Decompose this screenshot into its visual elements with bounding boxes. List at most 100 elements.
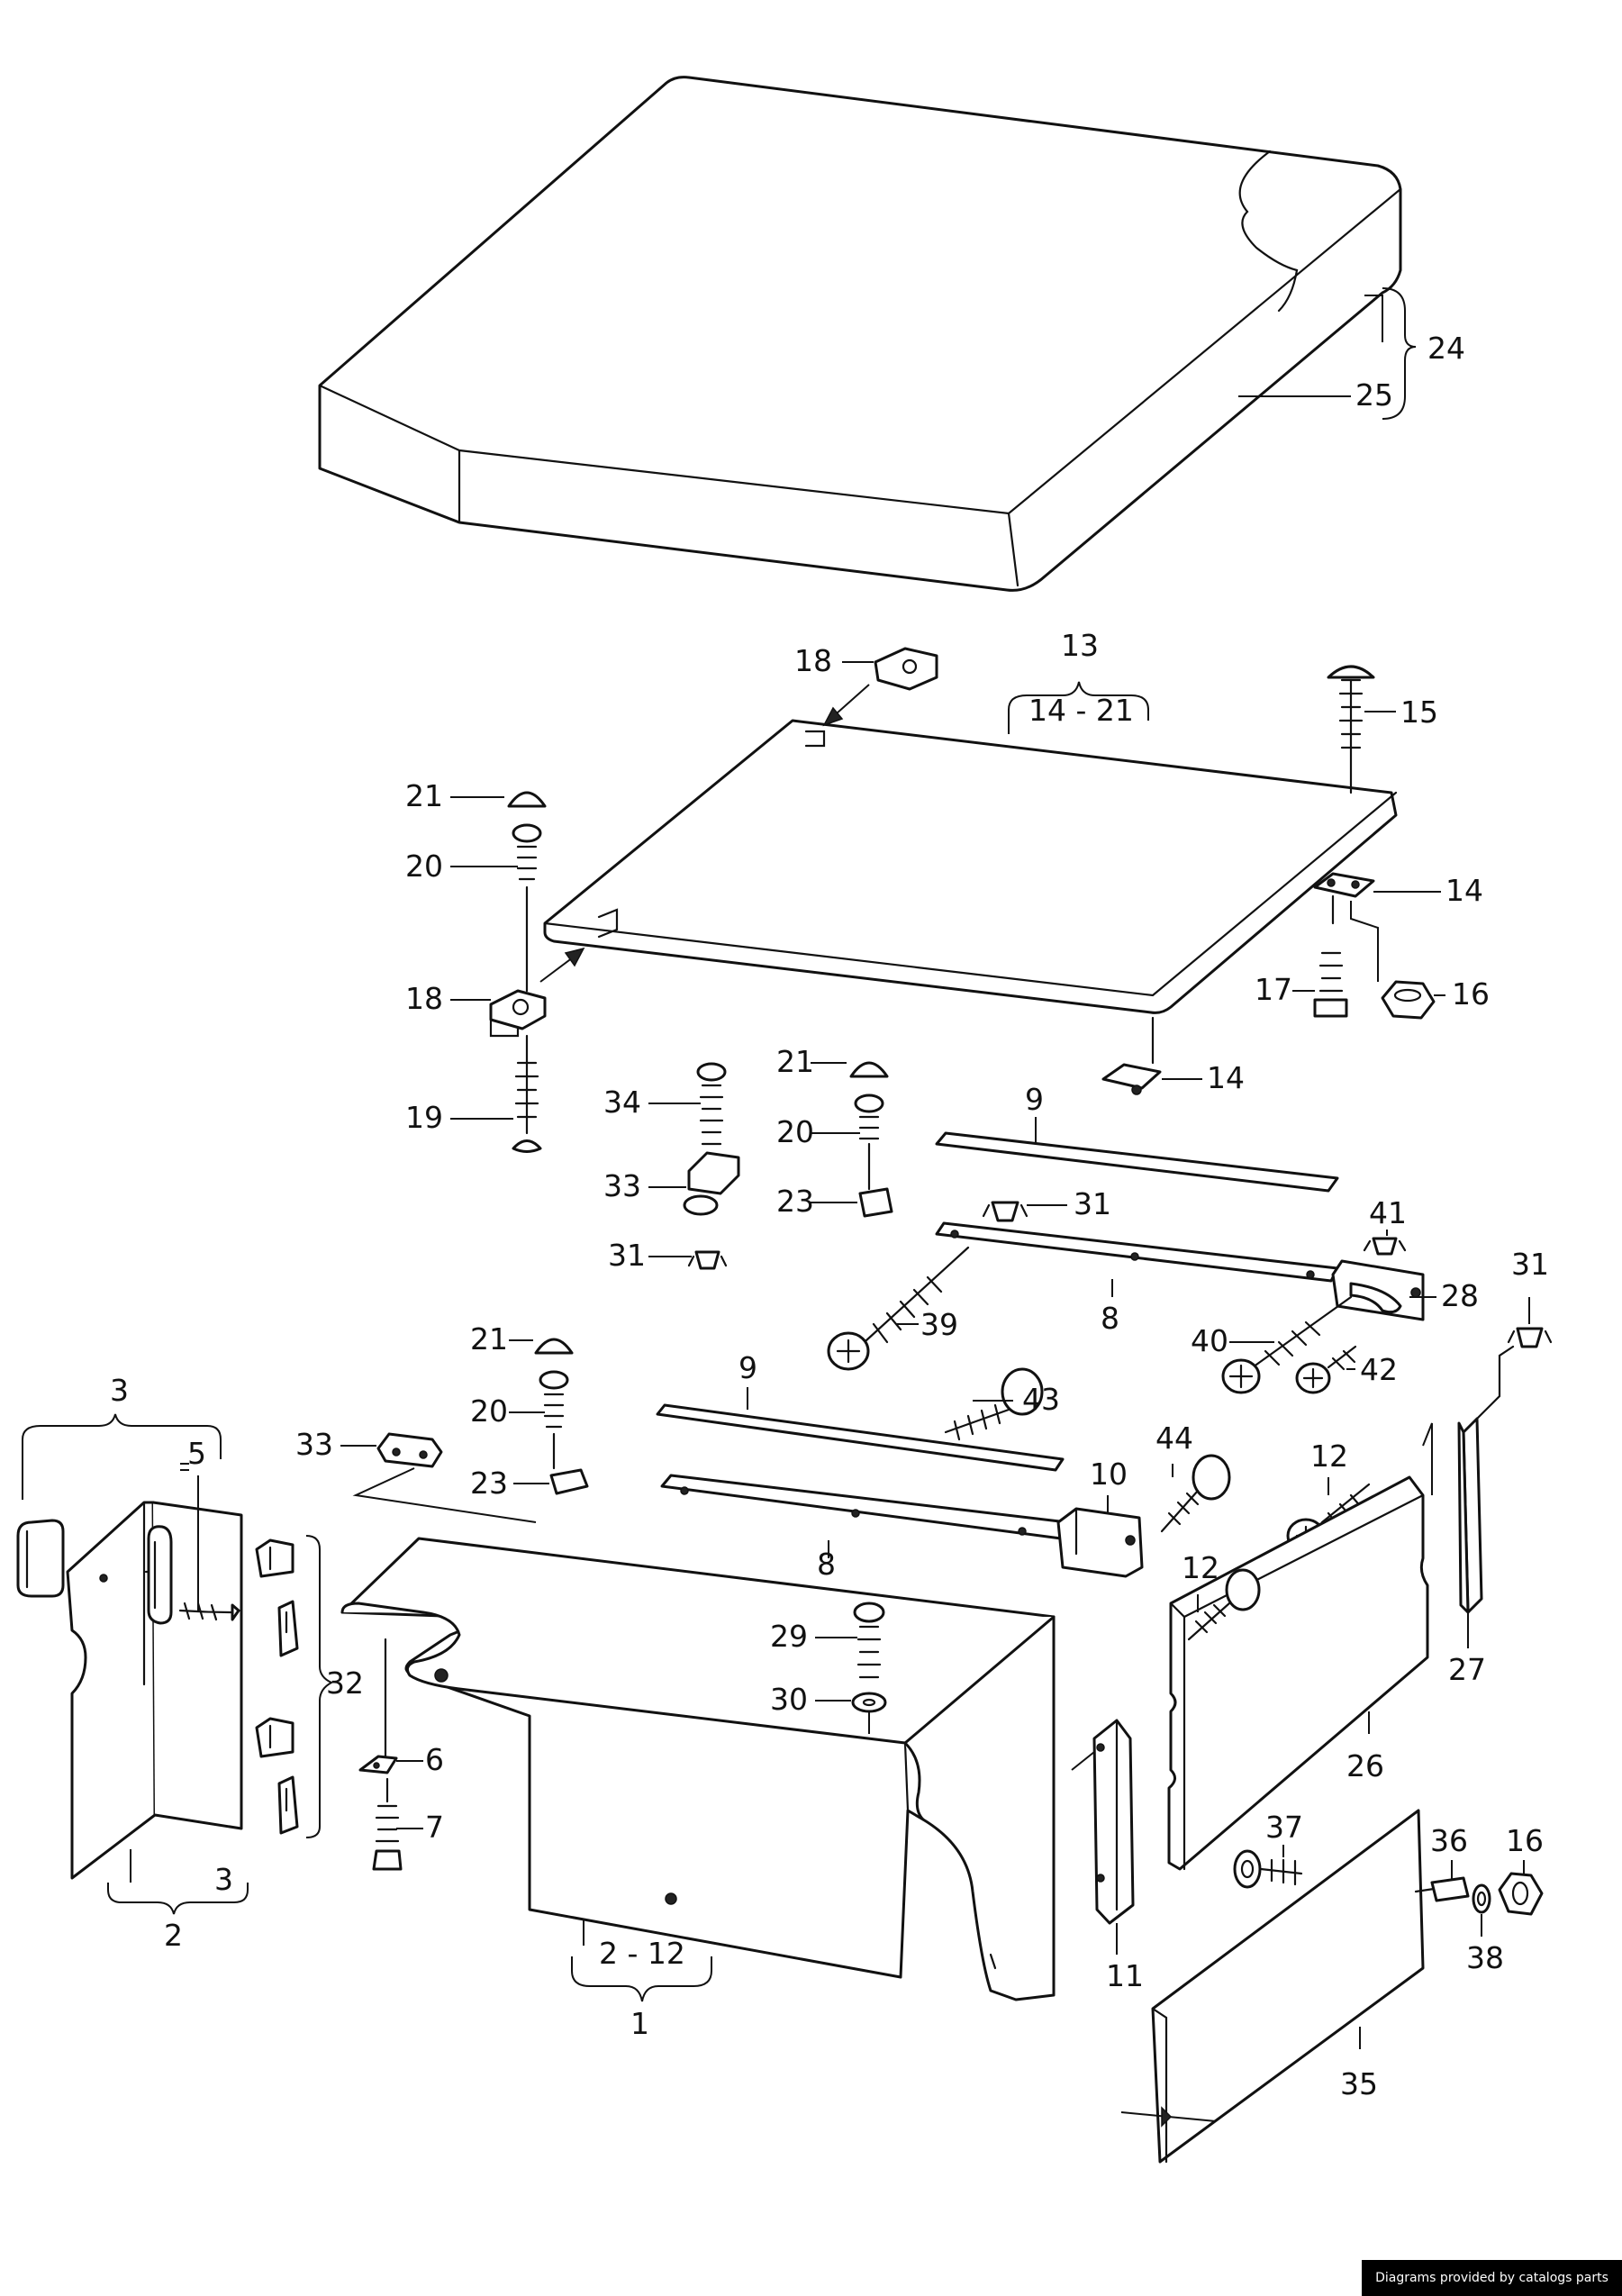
bolt-34	[696, 1062, 727, 1146]
callout-11: 11	[1106, 1958, 1144, 1993]
rail-8-top	[935, 1221, 1339, 1283]
bolt-37	[1233, 1849, 1303, 1889]
cleat-27	[1457, 1345, 1515, 1614]
leader-1-bracket-curve	[571, 1956, 712, 2002]
callout-35: 35	[1340, 2066, 1378, 2101]
callout-36: 36	[1430, 1823, 1468, 1858]
bracket-14-bottom	[1101, 1016, 1162, 1095]
callout-40: 40	[1191, 1323, 1228, 1358]
callout-30: 30	[770, 1682, 808, 1717]
callout-20-lower: 20	[470, 1393, 508, 1429]
bracket-18-left	[489, 989, 547, 1038]
callout-18-top: 18	[794, 643, 832, 678]
callout-31-middle: 31	[1074, 1186, 1111, 1221]
bracket-28	[1331, 1259, 1425, 1321]
callout-14-bottom: 14	[1207, 1060, 1245, 1095]
leader-14-right-b	[1350, 901, 1379, 982]
leader-24-bracket	[1364, 295, 1383, 342]
credit-text: Diagrams provided by catalogs parts	[1375, 2271, 1608, 2285]
callout-20-top-left: 20	[405, 849, 443, 884]
cap-21-top-left	[507, 791, 547, 808]
callout-42: 42	[1360, 1352, 1398, 1387]
hinge-32-bottom-a	[255, 1717, 294, 1758]
carriage-bolt-15	[1327, 665, 1375, 794]
screw-19	[512, 1034, 542, 1153]
handle-5	[147, 1525, 240, 1625]
arrow-head-18-top	[822, 706, 844, 727]
callout-3-top: 3	[110, 1373, 129, 1408]
hinge-32-top-b	[277, 1600, 299, 1657]
callout-34: 34	[603, 1084, 641, 1120]
bracket-18-top	[874, 647, 938, 691]
leader-24-bracket-curve	[1382, 287, 1417, 420]
callout-44: 44	[1155, 1420, 1193, 1456]
callout-19: 19	[405, 1100, 443, 1135]
bracket-6	[358, 1638, 398, 1774]
callout-14-21: 14 - 21	[1028, 693, 1134, 728]
bracket-33-lower	[376, 1432, 443, 1468]
callout-6: 6	[425, 1742, 444, 1777]
nut-16-top	[1381, 980, 1436, 1020]
leader-32-bracket	[305, 1535, 334, 1838]
leader-26-extend	[1422, 1422, 1433, 1495]
leader-33-lower-b	[352, 1467, 537, 1523]
washer-38	[1472, 1883, 1491, 1914]
callout-8-bottom: 8	[817, 1547, 836, 1582]
hinge-32-bottom-b	[277, 1775, 299, 1835]
credit-banner: Diagrams provided by catalogs parts	[1362, 2260, 1622, 2296]
callout-33-lower: 33	[295, 1427, 333, 1462]
callout-26: 26	[1346, 1748, 1384, 1783]
seat-board	[543, 719, 1398, 1014]
callout-31-right: 31	[1511, 1247, 1549, 1282]
seat-cushion	[318, 76, 1402, 592]
callout-12-right: 12	[1310, 1438, 1348, 1474]
screw-42	[1295, 1345, 1357, 1394]
callout-17: 17	[1255, 972, 1292, 1007]
callout-18-left: 18	[405, 981, 443, 1016]
callout-24: 24	[1427, 331, 1465, 366]
cleat-9-top	[935, 1131, 1339, 1193]
callout-38: 38	[1466, 1940, 1504, 1975]
callout-5: 5	[187, 1436, 206, 1471]
callout-12-lower: 12	[1182, 1550, 1219, 1585]
cleat-11	[1092, 1719, 1135, 1925]
callout-15: 15	[1400, 694, 1438, 730]
callout-16-lower: 16	[1506, 1823, 1544, 1858]
screw-40	[1221, 1295, 1353, 1394]
bracket-33-middle	[683, 1151, 740, 1216]
leader-3-top-bracket	[22, 1413, 222, 1500]
callout-28: 28	[1441, 1278, 1479, 1313]
clip-23-lower	[549, 1468, 589, 1495]
callout-31-left: 31	[608, 1238, 646, 1273]
callout-43: 43	[1022, 1382, 1060, 1417]
callout-21-middle: 21	[776, 1044, 814, 1079]
callout-32: 32	[326, 1665, 364, 1701]
door-panel-35	[1151, 1809, 1425, 2164]
arrow-head-18-left	[564, 947, 585, 967]
bolt-12-lower	[1187, 1568, 1261, 1641]
screw-20-lower	[539, 1370, 569, 1470]
rail-8-bottom	[660, 1474, 1069, 1540]
callout-20-middle: 20	[776, 1114, 814, 1149]
callout-13: 13	[1061, 628, 1099, 663]
leader-13-bracket	[1008, 681, 1149, 734]
callout-41: 41	[1369, 1195, 1407, 1230]
callout-3-bottom: 3	[214, 1862, 233, 1897]
clip-23-middle	[858, 1187, 893, 1218]
callout-21-top-left: 21	[405, 778, 443, 813]
lag-screw-17	[1313, 951, 1348, 1018]
callout-25: 25	[1355, 377, 1393, 413]
bracket-10	[1056, 1507, 1144, 1578]
callout-14-right: 14	[1445, 873, 1483, 908]
callout-1: 1	[630, 2006, 649, 2041]
callout-9-top: 9	[1025, 1082, 1044, 1117]
tee-nut-31-middle	[982, 1201, 1028, 1222]
nut-16-lower	[1498, 1872, 1544, 1916]
callout-39: 39	[920, 1307, 958, 1342]
bracket-14-right	[1313, 872, 1375, 925]
hinge-32-top-a	[255, 1538, 294, 1578]
screw-20-top-left	[512, 823, 542, 993]
cabinet-base	[340, 1537, 1056, 2001]
callout-16-top: 16	[1452, 976, 1490, 1012]
